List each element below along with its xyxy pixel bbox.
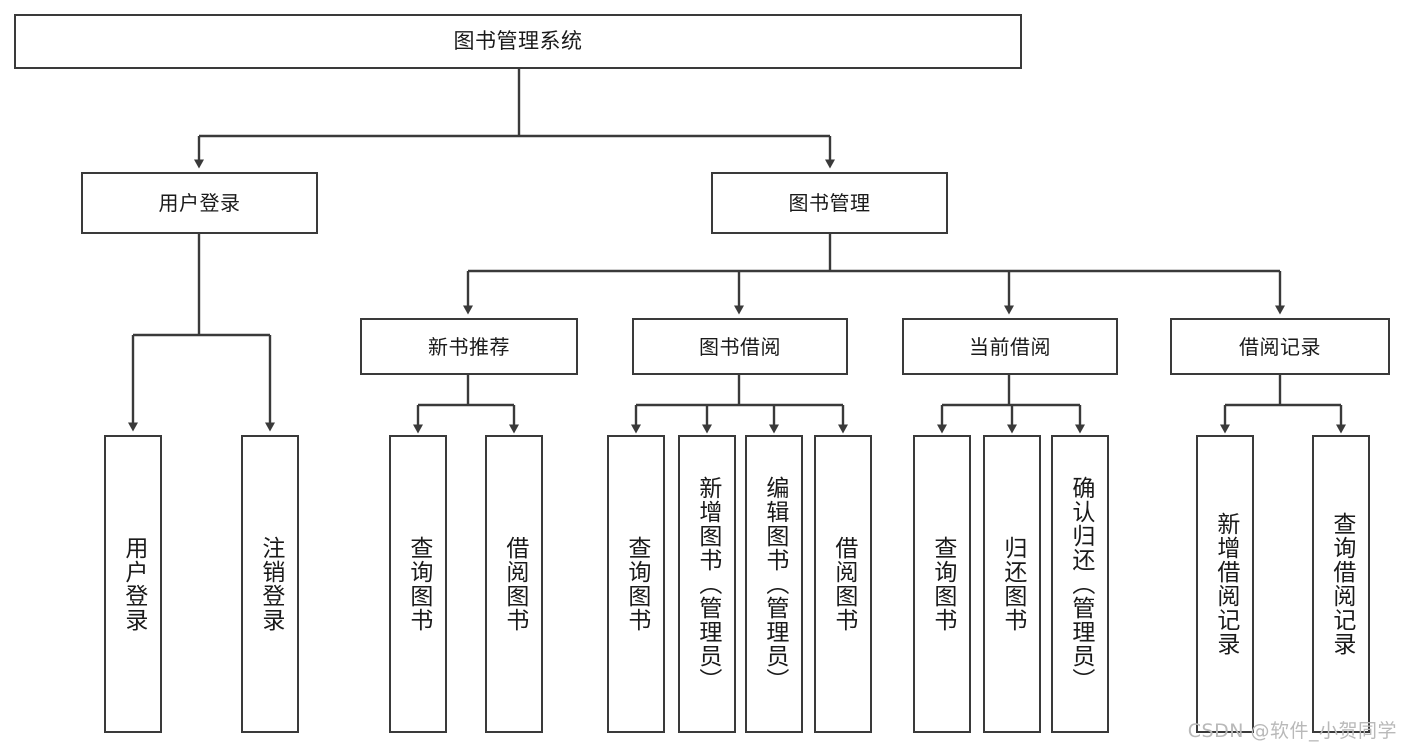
node-label: 查询图书 bbox=[929, 536, 956, 632]
node-label: 新增借阅记录 bbox=[1212, 512, 1239, 656]
leaf-add-book-admin[interactable]: 新增图书（管理员） bbox=[678, 435, 736, 733]
node-label: 注销登录 bbox=[257, 536, 284, 632]
node-label: 查询借阅记录 bbox=[1328, 512, 1355, 656]
node-label: 查询图书 bbox=[405, 536, 432, 632]
leaf-add-borrow-record[interactable]: 新增借阅记录 bbox=[1196, 435, 1254, 733]
node-label: 借阅图书 bbox=[830, 536, 857, 632]
node-borrow-record[interactable]: 借阅记录 bbox=[1170, 318, 1390, 375]
leaf-user-login[interactable]: 用户登录 bbox=[104, 435, 162, 733]
leaf-edit-book-admin[interactable]: 编辑图书（管理员） bbox=[745, 435, 803, 733]
leaf-query-book-borrow[interactable]: 查询图书 bbox=[607, 435, 665, 733]
node-label: 当前借阅 bbox=[969, 334, 1051, 359]
leaf-query-book-recommend[interactable]: 查询图书 bbox=[389, 435, 447, 733]
node-new-book-recommend[interactable]: 新书推荐 bbox=[360, 318, 578, 375]
node-label: 图书管理系统 bbox=[453, 28, 583, 53]
node-current-borrow[interactable]: 当前借阅 bbox=[902, 318, 1118, 375]
leaf-logout[interactable]: 注销登录 bbox=[241, 435, 299, 733]
node-label: 借阅记录 bbox=[1239, 334, 1321, 359]
node-book-management[interactable]: 图书管理 bbox=[711, 172, 948, 234]
node-user-login[interactable]: 用户登录 bbox=[81, 172, 318, 234]
node-label: 查询图书 bbox=[623, 536, 650, 632]
node-label: 归还图书 bbox=[999, 536, 1026, 632]
node-label: 用户登录 bbox=[120, 536, 147, 632]
node-label: 用户登录 bbox=[158, 191, 241, 215]
node-label: 新书推荐 bbox=[428, 334, 510, 359]
node-label: 图书管理 bbox=[788, 191, 871, 215]
node-label: 确认归还（管理员） bbox=[1067, 476, 1094, 692]
leaf-query-borrow-record[interactable]: 查询借阅记录 bbox=[1312, 435, 1370, 733]
leaf-query-book-current[interactable]: 查询图书 bbox=[913, 435, 971, 733]
node-label: 新增图书（管理员） bbox=[694, 476, 721, 692]
node-label: 图书借阅 bbox=[699, 334, 781, 359]
node-label: 借阅图书 bbox=[501, 536, 528, 632]
leaf-confirm-return-admin[interactable]: 确认归还（管理员） bbox=[1051, 435, 1109, 733]
node-book-borrow[interactable]: 图书借阅 bbox=[632, 318, 848, 375]
watermark-text: CSDN @软件_小贺同学 bbox=[1187, 720, 1397, 742]
leaf-borrow-book[interactable]: 借阅图书 bbox=[814, 435, 872, 733]
node-root-system[interactable]: 图书管理系统 bbox=[14, 14, 1022, 69]
leaf-borrow-book-recommend[interactable]: 借阅图书 bbox=[485, 435, 543, 733]
leaf-return-book[interactable]: 归还图书 bbox=[983, 435, 1041, 733]
node-label: 编辑图书（管理员） bbox=[761, 476, 788, 692]
